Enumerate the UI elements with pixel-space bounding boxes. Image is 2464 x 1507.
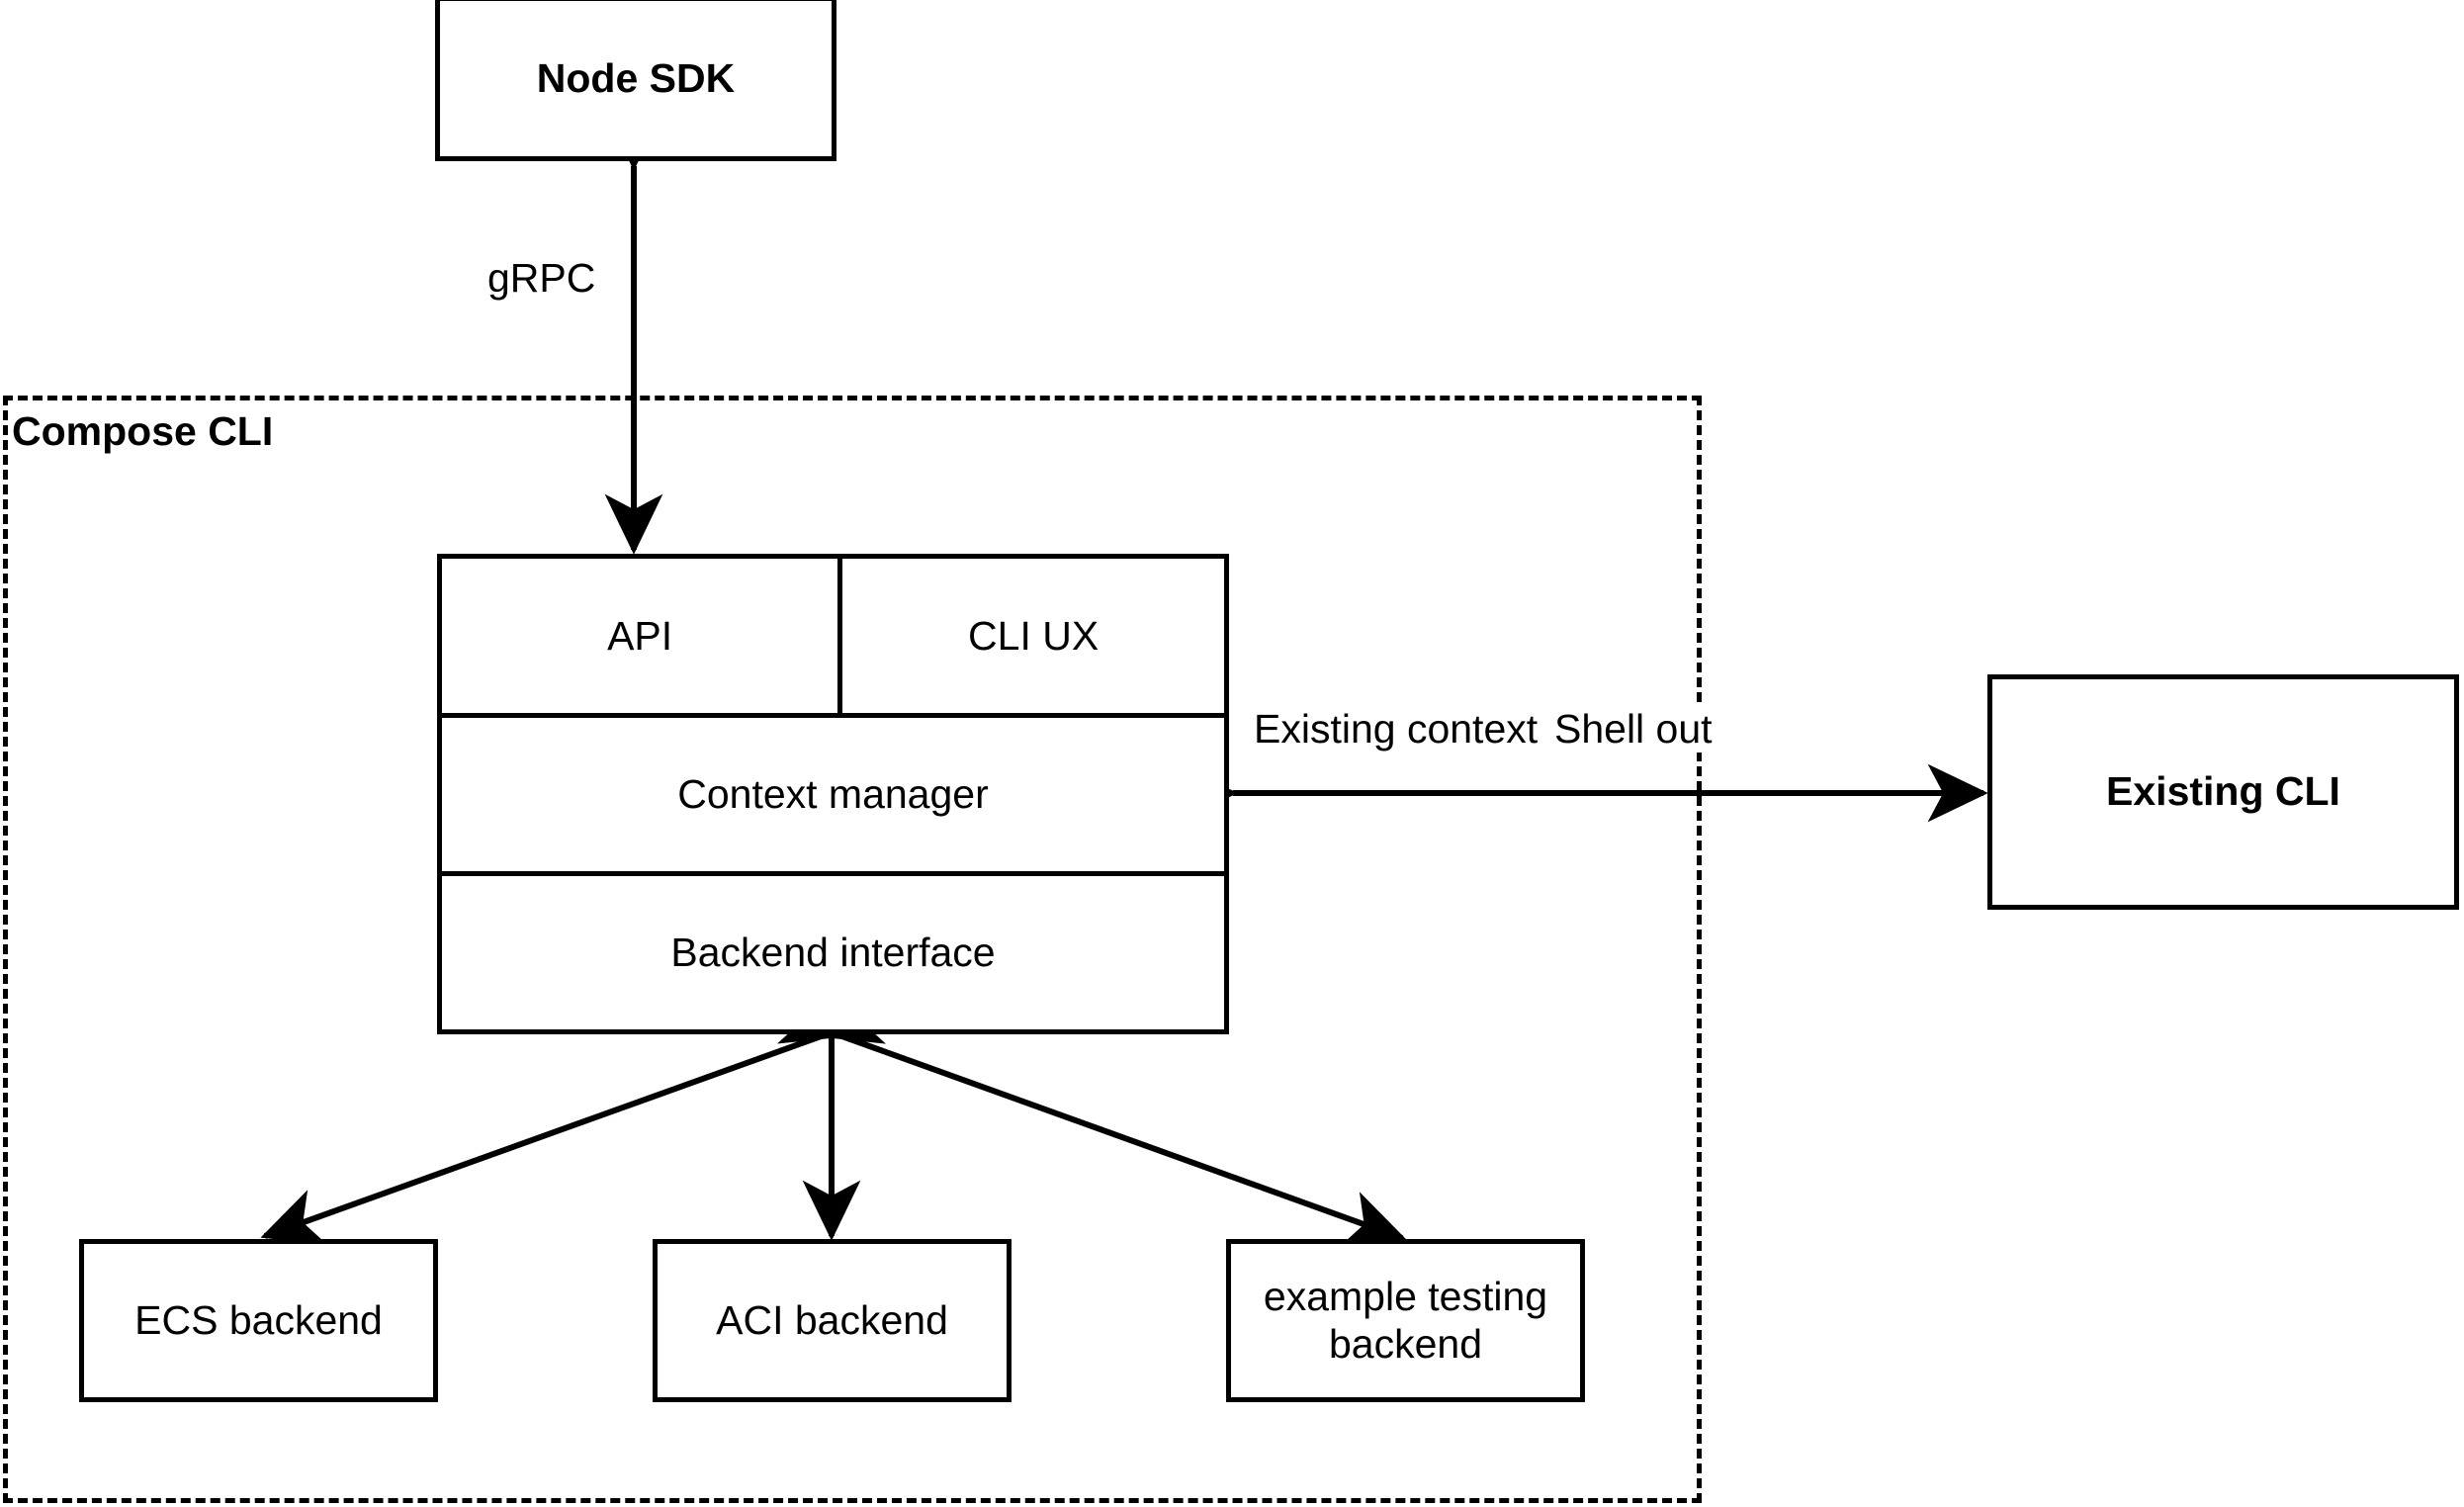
stack-row-api-cliux: API CLI UX [442,559,1224,718]
cli-ux-label: CLI UX [968,612,1100,659]
example-testing-backend-label: example testing backend [1263,1274,1548,1367]
edge-label-existing-context: Existing context [1248,706,1544,753]
stack-row-context-manager[interactable]: Context manager [442,718,1224,876]
example-testing-backend-box[interactable]: example testing backend [1226,1239,1585,1402]
stack-row-backend-interface[interactable]: Backend interface [442,876,1224,1029]
stack-cell-cli-ux[interactable]: CLI UX [837,559,1224,713]
ecs-backend-box[interactable]: ECS backend [79,1239,438,1402]
aci-backend-label: ACI backend [716,1296,948,1343]
ecs-backend-label: ECS backend [134,1296,383,1343]
node-sdk-label: Node SDK [536,54,736,101]
edge-label-shell-out: Shell out [1548,706,1718,753]
aci-backend-box[interactable]: ACI backend [653,1239,1012,1402]
compose-cli-group-label: Compose CLI [12,408,274,454]
context-manager-label: Context manager [677,771,989,817]
backend-interface-label: Backend interface [670,930,996,975]
existing-cli-label: Existing CLI [2106,768,2340,815]
stack-cell-api[interactable]: API [442,559,837,713]
compose-cli-group [3,396,1702,1503]
existing-cli-box[interactable]: Existing CLI [1987,674,2459,910]
compose-cli-stack: API CLI UX Context manager Backend inter… [437,554,1229,1034]
node-sdk-box[interactable]: Node SDK [435,0,836,161]
api-label: API [607,612,673,659]
edge-label-grpc: gRPC [482,255,602,302]
